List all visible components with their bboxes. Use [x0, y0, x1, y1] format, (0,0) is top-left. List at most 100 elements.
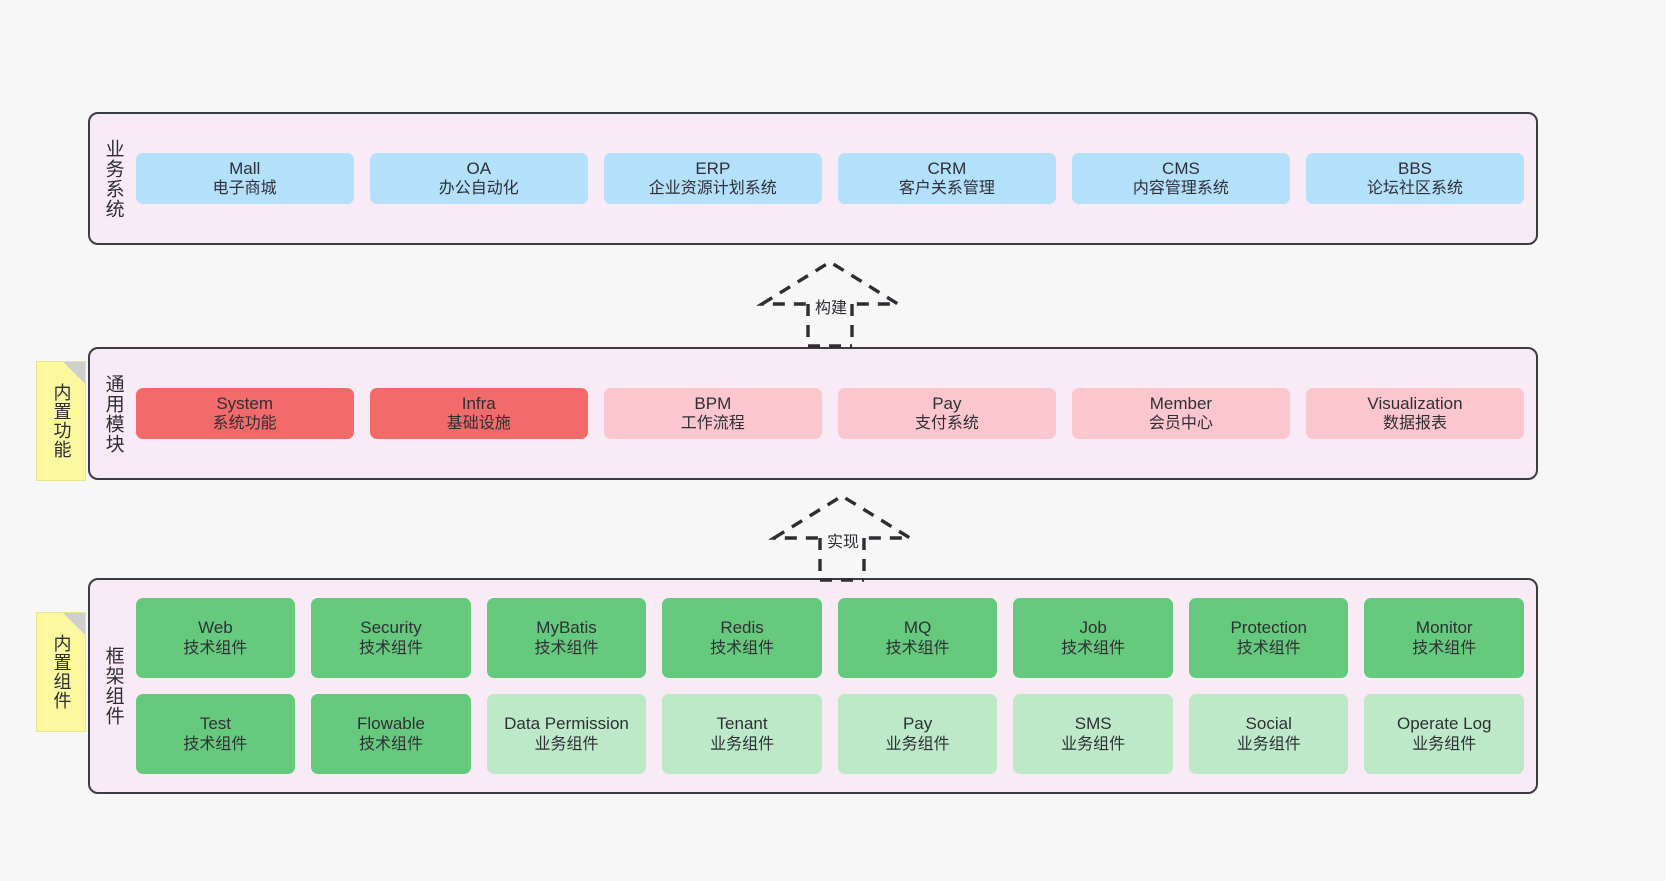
note-builtin-components: 内置组件	[36, 612, 86, 732]
node-mybatis[interactable]: MyBatis 技术组件	[486, 598, 647, 678]
layer-title-framework: 框架组件	[102, 646, 124, 726]
node-member[interactable]: Member 会员中心	[1071, 387, 1290, 440]
layer-common-modules: 通用模块 System 系统功能 Infra 基础设施 BPM 工作流程 Pay…	[88, 347, 1538, 480]
node-title: CRM	[927, 158, 967, 178]
node-title: Security	[360, 618, 422, 638]
node-subtitle: 技术组件	[885, 639, 950, 657]
layer-framework-components: 框架组件 Web 技术组件 Security 技术组件 MyBatis 技术组件…	[88, 578, 1538, 794]
node-monitor[interactable]: Monitor 技术组件	[1364, 598, 1525, 678]
node-subtitle: 基础设施	[446, 415, 511, 433]
note-text: 内置功能	[51, 383, 72, 459]
node-redis[interactable]: Redis 技术组件	[662, 598, 822, 678]
node-subtitle: 支付系统	[914, 415, 979, 433]
node-title: BPM	[694, 393, 732, 413]
node-title: System	[216, 393, 274, 413]
node-test[interactable]: Test 技术组件	[135, 694, 296, 774]
node-subtitle: 内容管理系统	[1132, 180, 1229, 198]
node-data-permission[interactable]: Data Permission 业务组件	[486, 694, 647, 774]
node-title: Infra	[461, 393, 496, 413]
node-title: Mall	[229, 158, 261, 178]
node-title: Visualization	[1367, 393, 1463, 413]
node-subtitle: 工作流程	[680, 415, 745, 433]
note-builtin-functions: 内置功能	[36, 361, 86, 481]
node-security[interactable]: Security 技术组件	[311, 598, 471, 678]
node-web[interactable]: Web 技术组件	[135, 598, 296, 678]
node-subtitle: 业务组件	[1236, 735, 1301, 753]
node-mall[interactable]: Mall 电子商城	[135, 152, 354, 205]
node-subtitle: 电子商城	[212, 180, 277, 198]
layer-title-business: 业务系统	[102, 138, 124, 219]
node-title: BBS	[1397, 158, 1433, 178]
node-sms[interactable]: SMS 业务组件	[1013, 694, 1173, 774]
node-system[interactable]: System 系统功能	[135, 387, 354, 440]
node-operate-log[interactable]: Operate Log 业务组件	[1364, 694, 1525, 774]
node-title: Redis	[720, 618, 764, 638]
node-pay-business[interactable]: Pay 业务组件	[837, 694, 998, 774]
layer-title-common-modules: 通用模块	[102, 373, 124, 454]
node-subtitle: 技术组件	[1061, 639, 1126, 657]
node-subtitle: 业务组件	[710, 735, 775, 753]
node-row: Test 技术组件 Flowable 技术组件 Data Permission …	[135, 694, 1525, 774]
node-subtitle: 技术组件	[710, 639, 775, 657]
node-subtitle: 技术组件	[183, 735, 248, 753]
node-subtitle: 技术组件	[534, 639, 599, 657]
connector-build-label: 构建	[813, 294, 850, 318]
node-subtitle: 业务组件	[1412, 735, 1477, 753]
node-mq[interactable]: MQ 技术组件	[837, 598, 998, 678]
node-title: Member	[1149, 393, 1213, 413]
node-subtitle: 技术组件	[1412, 639, 1477, 657]
node-title: CMS	[1162, 158, 1200, 178]
layer-business-systems: 业务系统 Mall 电子商城 OA 办公自动化 ERP 企业资源计划系统 CRM…	[88, 112, 1538, 245]
node-title: MyBatis	[536, 618, 597, 638]
node-title: Monitor	[1415, 618, 1473, 638]
node-title: Pay	[902, 714, 933, 734]
node-row: Web 技术组件 Security 技术组件 MyBatis 技术组件 Redi…	[135, 598, 1525, 678]
node-social[interactable]: Social 业务组件	[1188, 694, 1349, 774]
node-title: SMS	[1074, 714, 1112, 734]
node-flowable[interactable]: Flowable 技术组件	[311, 694, 471, 774]
node-title: Pay	[932, 393, 962, 413]
node-oa[interactable]: OA 办公自动化	[369, 152, 588, 205]
note-fold-corner-icon	[63, 362, 85, 384]
node-title: ERP	[695, 158, 731, 178]
node-title: Test	[199, 714, 232, 734]
generalization-arrow-icon	[756, 260, 904, 348]
generalization-arrow-icon	[768, 494, 916, 582]
node-visualization[interactable]: Visualization 数据报表	[1305, 387, 1525, 440]
node-title: MQ	[903, 618, 932, 638]
node-title: Protection	[1230, 618, 1307, 638]
node-infra[interactable]: Infra 基础设施	[369, 387, 588, 440]
node-subtitle: 技术组件	[358, 639, 423, 657]
node-subtitle: 办公自动化	[438, 180, 519, 198]
node-title: Web	[198, 618, 233, 638]
node-title: Social	[1245, 714, 1292, 734]
node-subtitle: 数据报表	[1382, 415, 1447, 433]
node-protection[interactable]: Protection 技术组件	[1188, 598, 1349, 678]
node-row: Mall 电子商城 OA 办公自动化 ERP 企业资源计划系统 CRM 客户关系…	[135, 152, 1525, 205]
node-subtitle: 业务组件	[1061, 735, 1126, 753]
connector-implement: 实现	[768, 492, 916, 582]
node-title: Tenant	[716, 714, 768, 734]
node-pay[interactable]: Pay 支付系统	[837, 387, 1056, 440]
node-subtitle: 技术组件	[358, 735, 423, 753]
node-subtitle: 技术组件	[183, 639, 248, 657]
connector-implement-label: 实现	[825, 528, 862, 552]
node-job[interactable]: Job 技术组件	[1013, 598, 1173, 678]
node-tenant[interactable]: Tenant 业务组件	[662, 694, 822, 774]
node-erp[interactable]: ERP 企业资源计划系统	[603, 152, 822, 205]
node-title: Data Permission	[504, 714, 629, 734]
node-crm[interactable]: CRM 客户关系管理	[837, 152, 1056, 205]
node-subtitle: 业务组件	[885, 735, 950, 753]
node-title: Operate Log	[1397, 714, 1492, 734]
node-title: OA	[466, 158, 492, 178]
node-row: System 系统功能 Infra 基础设施 BPM 工作流程 Pay 支付系统…	[135, 387, 1525, 440]
node-subtitle: 系统功能	[212, 415, 277, 433]
note-fold-corner-icon	[63, 613, 85, 635]
node-bpm[interactable]: BPM 工作流程	[603, 387, 822, 440]
connector-build: 构建	[756, 258, 904, 348]
node-bbs[interactable]: BBS 论坛社区系统	[1305, 152, 1525, 205]
node-cms[interactable]: CMS 内容管理系统	[1071, 152, 1290, 205]
node-subtitle: 论坛社区系统	[1366, 180, 1463, 198]
node-subtitle: 技术组件	[1236, 639, 1301, 657]
